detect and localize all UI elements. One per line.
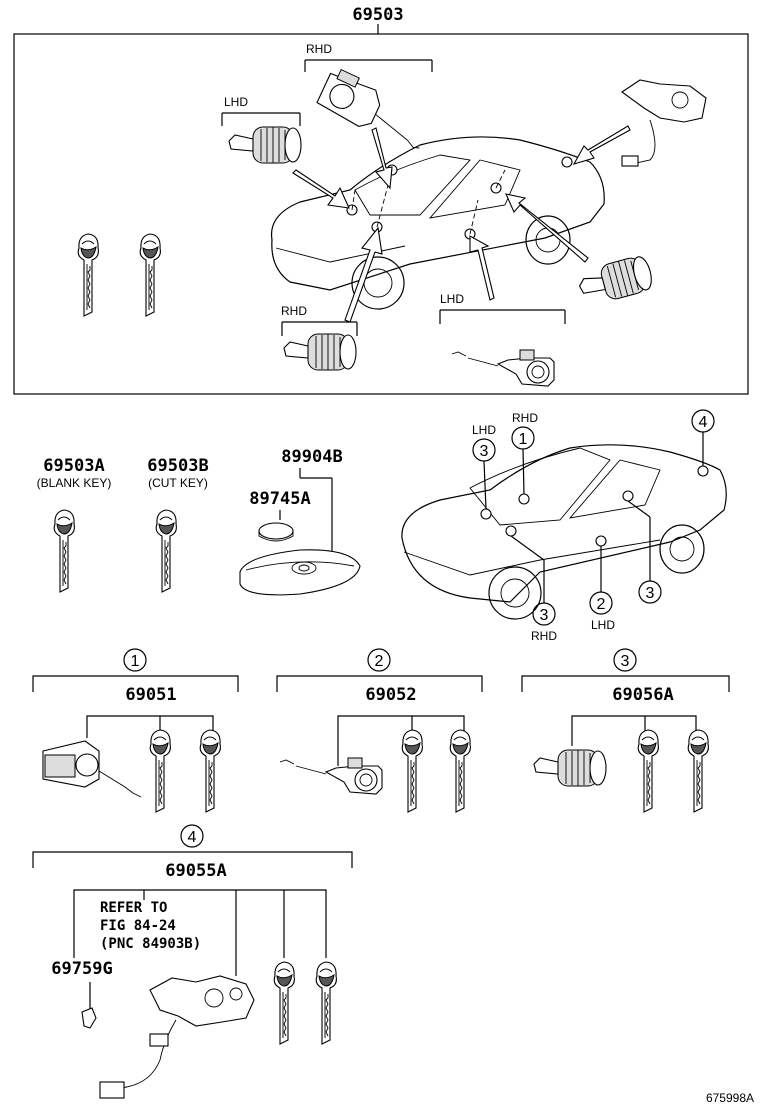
part-number-69056a: 69056A (612, 685, 673, 705)
svg-text:3: 3 (646, 585, 655, 602)
svg-text:3: 3 (480, 443, 489, 460)
part-number-69503: 69503 (352, 5, 403, 25)
svg-text:1: 1 (519, 431, 528, 448)
locator-callout-2: 2 LHD (589, 546, 615, 632)
rhd-label-top: RHD (306, 42, 332, 56)
svg-text:RHD: RHD (512, 411, 538, 425)
set-2-callout: 2 (375, 653, 384, 670)
blank-key-desc: (BLANK KEY) (37, 476, 112, 490)
part-number-89745a: 89745A (249, 489, 310, 509)
trunk-lock-top (621, 79, 707, 167)
refer-to-line-1: REFER TO (100, 900, 167, 916)
trunk-cylinder-top (575, 253, 656, 308)
locator-callout-3-lhd: LHD 3 (472, 423, 496, 510)
top-arrows (292, 125, 631, 323)
locator-car (401, 444, 727, 620)
lhd-label-top: LHD (224, 95, 248, 109)
svg-text:RHD: RHD (531, 629, 557, 643)
svg-text:LHD: LHD (472, 423, 496, 437)
svg-text:3: 3 (540, 607, 549, 624)
svg-text:LHD: LHD (591, 618, 615, 632)
lhd-label-bottom: LHD (440, 292, 464, 306)
locator-callout-3-rhd: 3 RHD (510, 535, 557, 643)
locator-callout-3-trunk: 3 (627, 500, 662, 604)
blank-key (53, 509, 75, 593)
part-number-69503b: 69503B (147, 456, 208, 476)
lhd-cylinder-top: LHD (221, 95, 302, 164)
set-4: 4 69055A REFER TO FIG 84-24 (PNC 84903B)… (32, 824, 353, 1099)
key-top-1 (77, 233, 99, 317)
set-1-callout: 1 (131, 653, 140, 670)
refer-to-line-3: (PNC 84903B) (100, 936, 201, 952)
cut-key-desc: (CUT KEY) (148, 476, 208, 490)
transmitter (239, 549, 361, 596)
refer-to-line-2: FIG 84-24 (100, 918, 176, 934)
clip-69759g (81, 1007, 97, 1029)
set-3: 3 69056A (521, 648, 730, 813)
part-number-69759g: 69759G (51, 959, 112, 979)
locator-callout-1: RHD 1 (511, 411, 538, 495)
set-3-callout: 3 (621, 653, 630, 670)
set-2: 2 69052 (276, 648, 483, 813)
svg-text:2: 2 (597, 596, 606, 613)
trunk-lock-assembly (99, 975, 255, 1099)
figure-id: 675998A (706, 1091, 754, 1105)
key-top-2 (139, 233, 161, 317)
set-1: 1 69051 (32, 648, 239, 813)
locator-callout-4: 4 (691, 409, 715, 466)
part-number-69051: 69051 (125, 685, 176, 705)
cut-key (155, 509, 177, 593)
rhd-label-bottom: RHD (281, 304, 307, 318)
part-number-89904b: 89904B (281, 447, 342, 467)
part-number-69052: 69052 (365, 685, 416, 705)
svg-text:4: 4 (699, 414, 708, 431)
part-number-69503a: 69503A (43, 456, 104, 476)
battery (258, 522, 294, 542)
top-car-illustration (270, 136, 605, 310)
part-number-69055a: 69055A (165, 861, 226, 881)
top-group-frame (13, 33, 749, 395)
set-4-callout: 4 (188, 829, 197, 846)
lhd-door-lock-bottom: LHD (439, 292, 566, 387)
rhd-door-lock-top: RHD (304, 42, 433, 149)
rhd-cylinder-bottom: RHD (281, 304, 358, 371)
